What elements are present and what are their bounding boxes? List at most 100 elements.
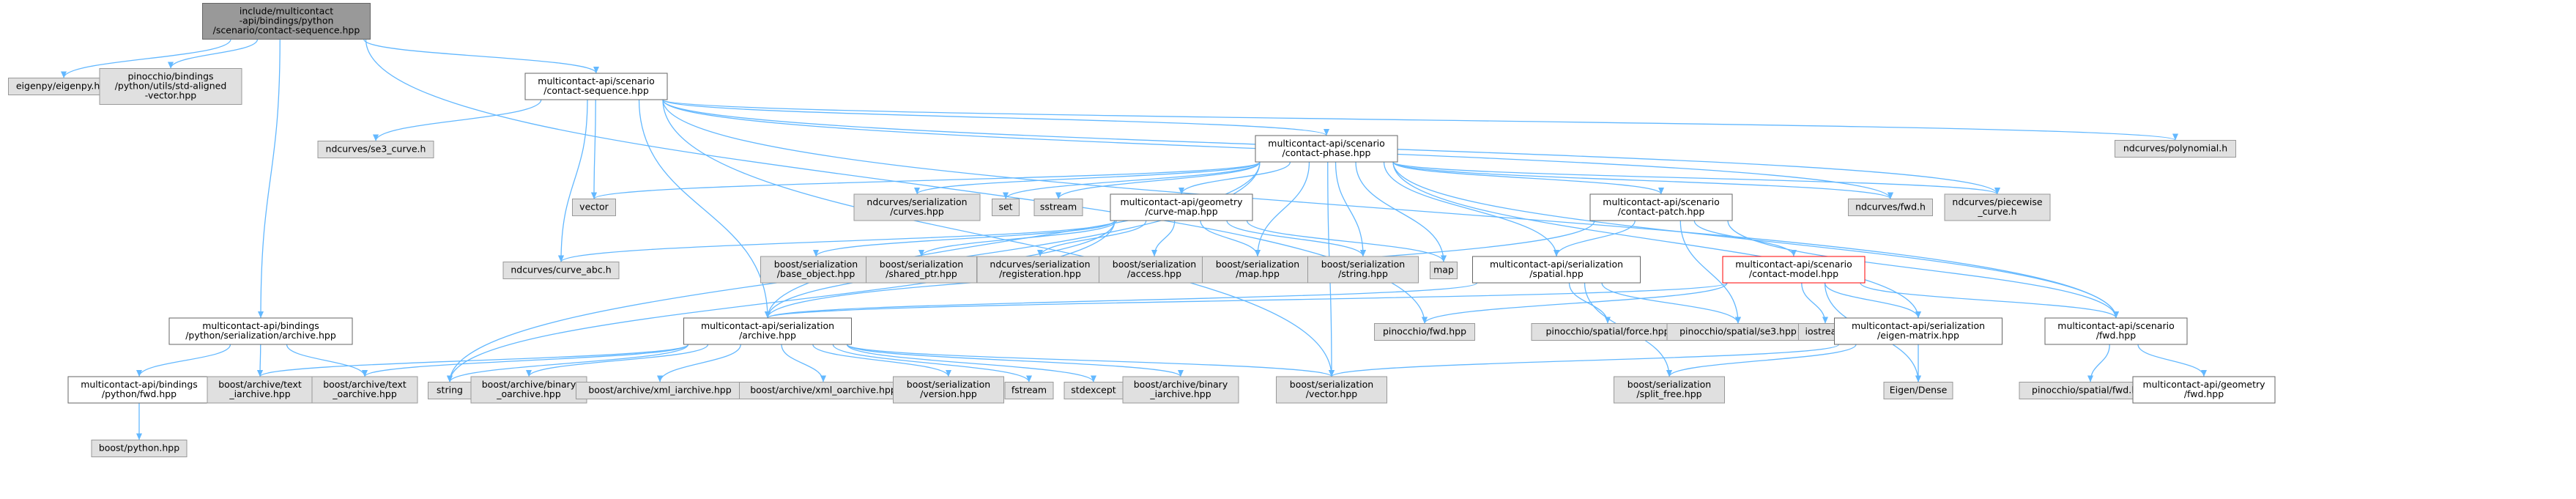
node-label-line: /contact-sequence.hpp <box>543 85 649 96</box>
graph-node-ba-text-iarchive: boost/archive/text_iarchive.hpp <box>207 376 313 404</box>
node-box <box>1430 262 1458 279</box>
node-label-line: /eigen-matrix.hpp <box>1877 330 1959 341</box>
graph-node-contact-model[interactable]: multicontact-api/scenario/contact-model.… <box>1722 256 1866 284</box>
graph-node-contact-phase[interactable]: multicontact-api/scenario/contact-phase.… <box>1255 135 1398 163</box>
graph-node-map: map <box>1430 262 1458 279</box>
edge-curve-map-to-bs-shared-ptr <box>918 220 1117 257</box>
graph-node-contact-patch[interactable]: multicontact-api/scenario/contact-patch.… <box>1589 193 1733 221</box>
node-box <box>2132 376 2276 404</box>
node-label-line: /fwd.hpp <box>2184 388 2224 399</box>
node-box <box>168 317 353 345</box>
edge-ser-archive-to-ba-binary-iarchive <box>846 344 1184 377</box>
node-label-line: pinocchio/bindings <box>127 71 213 82</box>
graph-node-bindings-fwd[interactable]: multicontact-api/bindings/python/fwd.hpp <box>67 376 211 404</box>
graph-node-ba-xml-iarchive: boost/archive/xml_iarchive.hpp <box>576 382 744 399</box>
edge-contact-sequence-to-ndcurves-polynomial <box>662 99 2178 141</box>
node-label-line: /spatial.hpp <box>1529 268 1584 279</box>
node-label-line: boost/archive/text <box>323 379 407 390</box>
edge-contact-phase-to-ser-spatial <box>1383 161 1559 257</box>
graph-node-ser-archive[interactable]: multicontact-api/serialization/archive.h… <box>683 317 852 345</box>
node-label-line: ndcurves/se3_curve.h <box>326 144 426 155</box>
graph-node-bs-version: boost/serialization/version.hpp <box>893 376 1004 404</box>
node-label-line: multicontact-api/serialization <box>701 320 834 331</box>
edge-contact-phase-to-curve-map <box>1178 161 1291 195</box>
node-label-line: ndcurves/serialization <box>866 196 967 207</box>
graph-node-bindings-archive[interactable]: multicontact-api/bindings/python/seriali… <box>168 317 353 345</box>
node-box <box>1004 382 1054 399</box>
node-label-line: /split_free.hpp <box>1636 388 1701 399</box>
node-label-line: ndcurves/polynomial.h <box>2123 143 2227 154</box>
edge-ser-archive-to-string <box>447 344 689 382</box>
edge-ser-archive-to-ba-text-iarchive <box>257 344 689 377</box>
graph-node-ser-spatial[interactable]: multicontact-api/serialization/spatial.h… <box>1472 256 1641 284</box>
node-box <box>1033 199 1083 216</box>
edge-contact-patch-to-pinocchio-se3 <box>1679 220 1741 324</box>
node-label-line: set <box>998 202 1012 212</box>
graph-node-eigenpy: eigenpy/eigenpy.hpp <box>8 78 119 95</box>
edge-ser-archive-to-ba-xml-iarchive <box>657 344 741 382</box>
node-label-line: boost/serialization <box>1113 259 1196 270</box>
edge-contact-patch-to-contact-model <box>1693 220 1797 257</box>
node-label-line: boost/archive/text <box>218 379 302 390</box>
node-box <box>992 199 1020 216</box>
graph-node-pinocchio-spatial-fwd: pinocchio/spatial/fwd.hpp <box>2019 382 2162 399</box>
edge-curve-map-to-string <box>447 220 1116 382</box>
edge-ser-archive-to-stdexcept <box>846 344 1096 382</box>
graph-node-ndcurves-curve-abc: ndcurves/curve_abc.h <box>502 262 620 279</box>
node-label-line: boost/serialization <box>880 259 963 270</box>
graph-node-ndcurves-se3: ndcurves/se3_curve.h <box>317 141 434 158</box>
edge-contact-phase-to-map <box>1355 161 1447 262</box>
node-box <box>1276 376 1387 404</box>
node-label-line: /contact-patch.hpp <box>1618 206 1705 217</box>
edge-contact-sequence-to-ndcurves-se3 <box>373 99 542 141</box>
node-label-line: _iarchive.hpp <box>229 388 290 399</box>
node-label-line: /python/fwd.hpp <box>102 388 177 399</box>
edge-root-to-contact-sequence <box>363 39 599 74</box>
node-label-line: /map.hpp <box>1236 268 1280 279</box>
edge-ser-archive-to-ba-text-oarchive <box>362 344 689 377</box>
edge-contact-sequence-to-scenario-fwd <box>662 99 2119 319</box>
node-label-line: vector <box>579 202 609 212</box>
node-label-line: ndcurves/curve_abc.h <box>511 265 611 276</box>
graph-node-ser-eigen[interactable]: multicontact-api/serialization/eigen-mat… <box>1834 317 2002 345</box>
edge-contact-model-to-pinocchio-fwd <box>1422 282 1728 324</box>
edge-ser-eigen-to-bs-vector <box>1329 344 1840 377</box>
node-label-line: /vector.hpp <box>1306 388 1358 399</box>
node-label-line: include/multicontact <box>240 6 333 17</box>
edge-root-to-eigenpy <box>61 39 231 78</box>
node-label-line: /fwd.hpp <box>2096 330 2136 341</box>
graph-node-scenario-fwd[interactable]: multicontact-api/scenario/fwd.hpp <box>2044 317 2188 345</box>
node-label-line: sstream <box>1040 202 1077 212</box>
node-label-line: boost/python.hpp <box>99 443 179 454</box>
graph-node-curve-map[interactable]: multicontact-api/geometry/curve-map.hpp <box>1110 193 1253 221</box>
node-label-line: boost/serialization <box>907 379 990 390</box>
node-label-line: /python/serialization/archive.hpp <box>185 330 336 341</box>
graph-node-contact-sequence[interactable]: multicontact-api/scenario/contact-sequen… <box>524 73 668 100</box>
graph-node-geometry-fwd[interactable]: multicontact-api/geometry/fwd.hpp <box>2132 376 2276 404</box>
graph-node-ba-binary-oarchive: boost/archive/binary_oarchive.hpp <box>470 376 587 404</box>
edge-contact-model-to-ser-eigen <box>1824 282 1921 319</box>
node-box <box>1202 256 1313 284</box>
node-label-line: multicontact-api/scenario <box>2057 320 2174 331</box>
graph-node-vector: vector <box>572 199 616 216</box>
node-box <box>99 68 242 105</box>
graph-node-fstream: fstream <box>1004 382 1054 399</box>
edge-contact-patch-to-scenario-fwd <box>1727 220 2119 319</box>
node-label-line: _oarchive.hpp <box>332 388 397 399</box>
node-label-line: _oarchive.hpp <box>496 388 561 399</box>
node-label-line: boost/archive/xml_oarchive.hpp <box>750 385 897 396</box>
node-label-line: ndcurves/serialization <box>990 259 1090 270</box>
node-label-line: multicontact-api/geometry <box>1120 196 1243 207</box>
node-box <box>1883 382 1953 399</box>
edge-curve-map-to-ndcurves-curve-abc <box>558 220 1116 263</box>
node-label-line: stdexcept <box>1071 385 1116 396</box>
node-box <box>1307 256 1419 284</box>
graph-node-root[interactable]: include/multicontact-api/bindings/python… <box>202 3 371 40</box>
node-label-line: eigenpy/eigenpy.hpp <box>16 81 111 92</box>
node-box <box>2044 317 2188 345</box>
node-box <box>1255 135 1398 163</box>
node-label-line: multicontact-api/bindings <box>81 379 198 390</box>
node-label-line: pinocchio/spatial/se3.hpp <box>1679 326 1797 337</box>
node-label-line: boost/archive/binary <box>1134 379 1228 390</box>
